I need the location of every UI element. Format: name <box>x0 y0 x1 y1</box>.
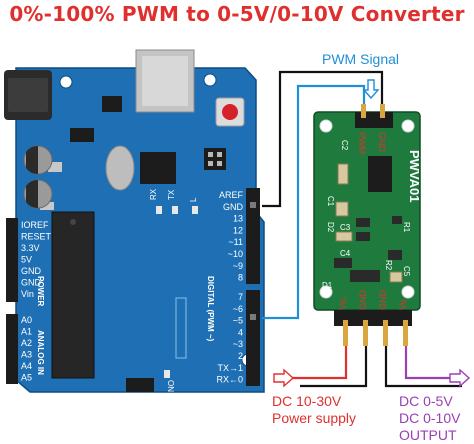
pin-label: 7 <box>238 292 243 302</box>
digital-group-label: DIGITAL (PWM ~) <box>206 276 215 342</box>
comp-d2: D2 <box>326 222 335 233</box>
pwm-arrow-icon <box>362 79 380 100</box>
power-voltage-label: DC 10-30V <box>272 393 342 409</box>
power-input-arrow-icon <box>273 368 295 388</box>
converter-module <box>313 104 421 346</box>
pin-label: Vin <box>21 289 34 299</box>
arduino-left-headers <box>6 218 18 384</box>
pin-label: 3.3V <box>21 243 40 253</box>
rx-label: RX <box>149 188 158 200</box>
comp-r1: R1 <box>402 222 411 233</box>
comp-d1: D1 <box>322 281 333 290</box>
power-supply-label: Power supply <box>272 410 357 426</box>
usb-connector <box>135 49 195 113</box>
tx-label: TX <box>167 189 176 200</box>
module-pin-gnd-1: GND <box>358 290 368 311</box>
pin-label: ~9 <box>233 261 243 271</box>
pwm-wire <box>262 84 366 320</box>
pin-label: A5 <box>21 373 32 383</box>
l-label: L <box>189 197 198 202</box>
comp-c1: C1 <box>326 196 335 207</box>
pin-label: A1 <box>21 327 32 337</box>
pin-label: 13 <box>233 214 243 224</box>
pin-label: GND <box>21 278 42 288</box>
comp-c3: C3 <box>340 223 351 232</box>
icsp-header <box>204 148 226 170</box>
pin-label: ~5 <box>233 316 243 326</box>
module-pin-gnd-top: GND <box>377 132 387 153</box>
output-wires <box>384 346 462 388</box>
atmega-chip <box>51 211 95 379</box>
pin-label: 8 <box>238 273 243 283</box>
pin-label: A3 <box>21 350 32 360</box>
pin-label: IOREF <box>21 220 49 230</box>
power-group-label: POWER <box>36 276 45 306</box>
pin-label: GND <box>21 266 42 276</box>
pin-label: ~11 <box>228 237 243 247</box>
comp-c5: C5 <box>402 266 411 277</box>
output-10v-label: DC 0-10V <box>399 410 461 426</box>
output-5v-label: DC 0-5V <box>399 393 453 409</box>
pin-label: 12 <box>233 225 243 235</box>
output-label: OUTPUT <box>399 427 457 443</box>
on-label: ON <box>166 380 175 392</box>
pin-label: RX←0 <box>216 375 243 385</box>
pin-label: A0 <box>21 315 32 325</box>
power-wires <box>276 346 368 388</box>
pin-label: ~3 <box>233 339 243 349</box>
pin-label: TX→1 <box>217 363 243 373</box>
pin-label: 5V <box>21 255 32 265</box>
reset-button <box>215 97 245 127</box>
module-name: PWVA01 <box>407 150 422 203</box>
module-pin-gnd-2: GND <box>378 290 388 311</box>
pin-label: GND <box>223 202 244 212</box>
output-arrow-icon <box>449 368 471 388</box>
arduino-right-headers <box>246 188 260 386</box>
module-pin-vo: Vo <box>398 299 408 310</box>
pin-label: AREF <box>219 190 244 200</box>
gnd-wire <box>262 70 384 208</box>
module-pin-pwm: PWM <box>357 132 367 154</box>
right-pin-labels-bottom: 7 ~6 ~54 ~3 2TX→1RX←0 <box>216 292 243 385</box>
arduino-board <box>4 49 265 393</box>
comp-c4: C4 <box>340 249 351 258</box>
pin-label: ~6 <box>233 304 243 314</box>
pwm-signal-label: PWM Signal <box>322 51 400 67</box>
pin-label: A2 <box>21 338 32 348</box>
module-pin-vin: Vin <box>338 297 348 310</box>
pin-label: 2 <box>238 351 243 361</box>
analog-group-label: ANALOG IN <box>36 330 45 375</box>
pin-label: RESET <box>21 232 52 242</box>
comp-r2: R2 <box>384 260 393 271</box>
dc-jack <box>4 70 52 120</box>
pin-label: A4 <box>21 361 32 371</box>
page-title: 0%-100% PWM to 0-5V/0-10V Converter <box>9 2 465 26</box>
pin-label: ~10 <box>228 249 243 259</box>
comp-c2: C2 <box>340 140 349 151</box>
pin-label: 4 <box>238 327 243 337</box>
